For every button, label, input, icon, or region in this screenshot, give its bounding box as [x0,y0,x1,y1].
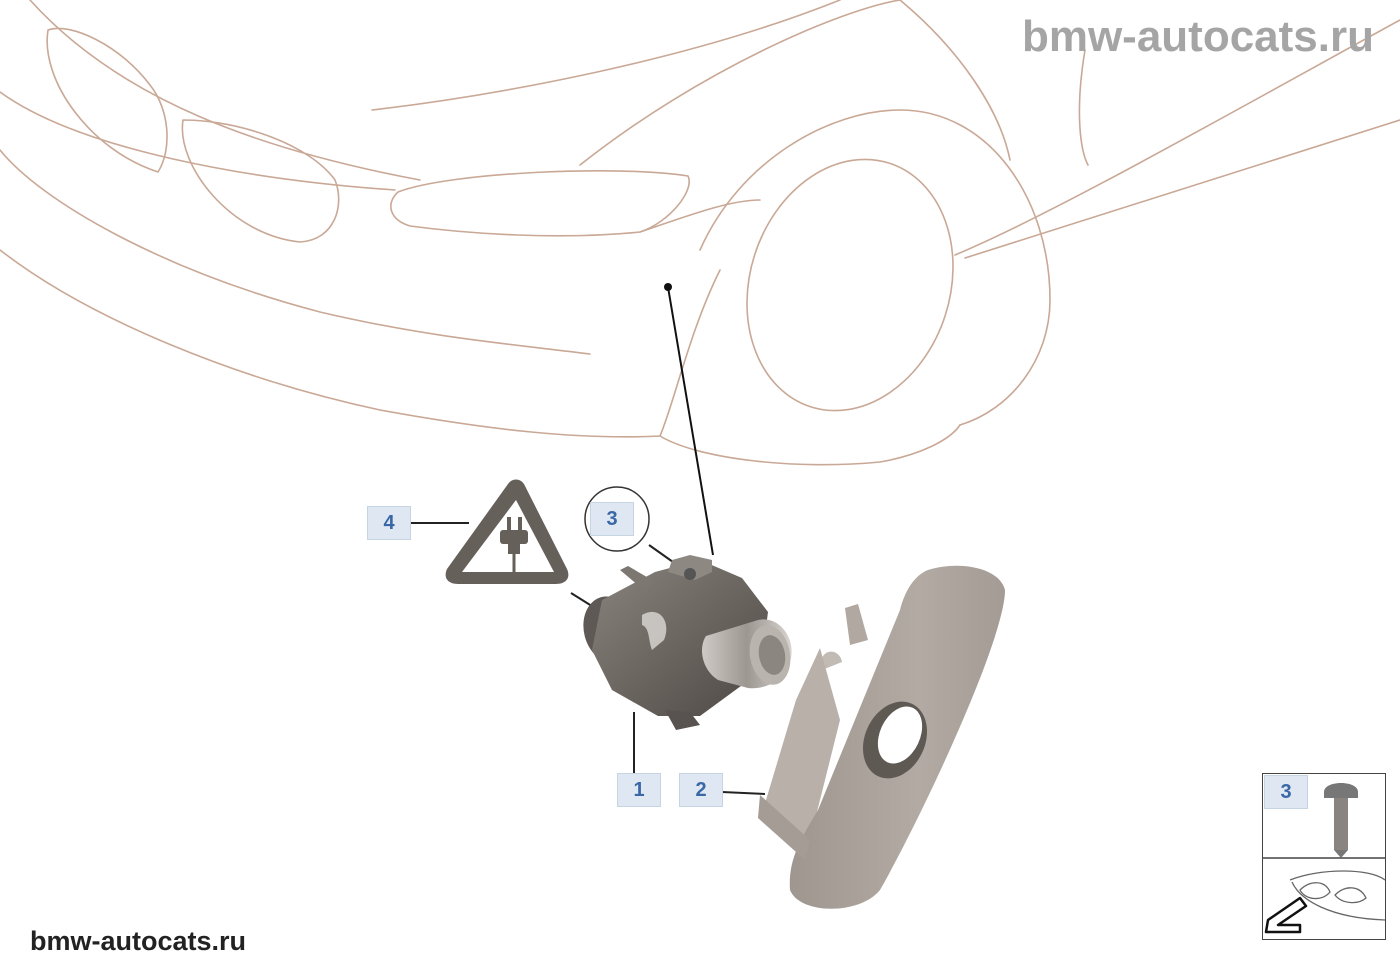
watermark-bottom[interactable]: bmw-autocats.ru [30,926,247,956]
mount-location-leader [664,283,714,556]
callout-4[interactable]: 4 [367,506,411,540]
car-front-outline [0,0,1400,466]
watermark-top: bmw-autocats.ru [1021,12,1374,61]
leader-lines [411,522,766,795]
callout-3-circle[interactable]: 3 [590,502,634,536]
callout-3-ring [584,486,650,552]
rear-view-camera-part [583,555,792,730]
callout-3-inset[interactable]: 3 [1264,775,1308,809]
camera-cover-trim-part [758,565,1005,909]
electrical-connector-warning-icon [445,479,569,584]
callout-1[interactable]: 1 [617,773,661,807]
callout-2[interactable]: 2 [679,773,723,807]
